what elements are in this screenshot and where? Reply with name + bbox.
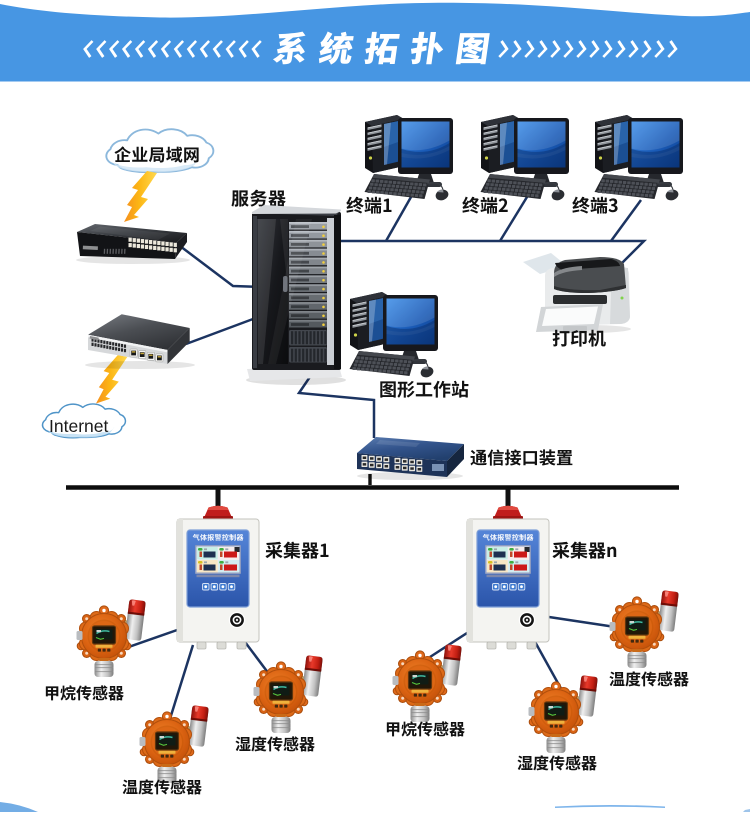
svg-text:Internet: Internet (49, 416, 108, 436)
